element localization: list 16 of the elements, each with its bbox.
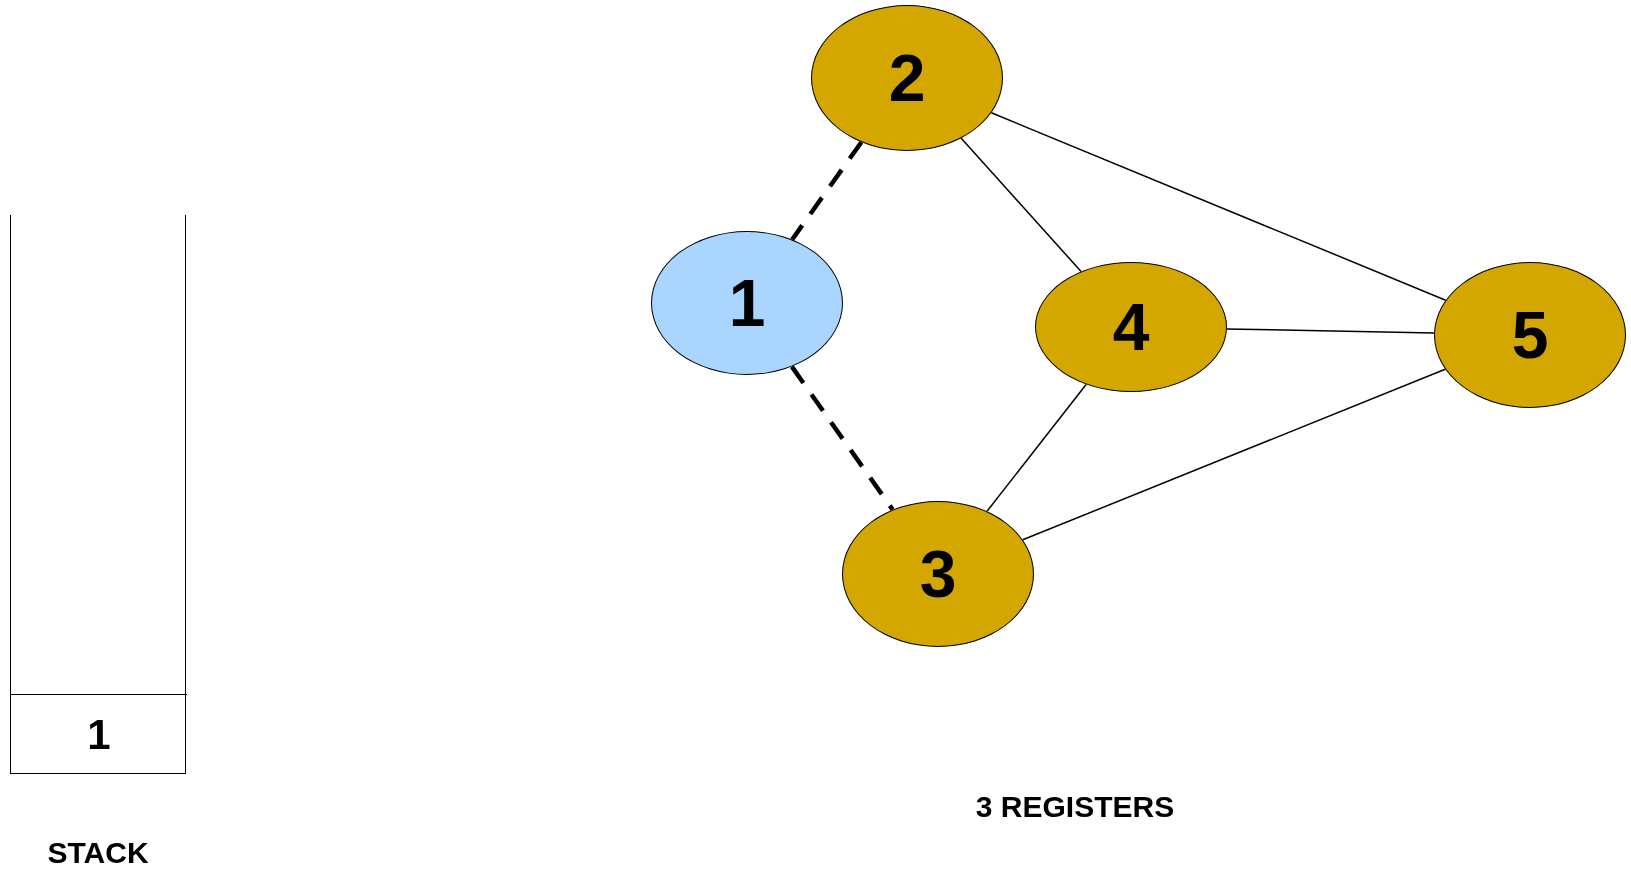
edge-line xyxy=(1226,328,1435,334)
stack-container xyxy=(10,215,186,774)
edge-line xyxy=(960,137,1082,273)
node-number: 1 xyxy=(86,713,112,756)
node-number: 5 xyxy=(1510,302,1550,368)
node-number: 3 xyxy=(918,541,958,607)
dashed-edge xyxy=(790,365,895,511)
dashed-edge xyxy=(790,140,864,241)
edge-line xyxy=(990,112,1447,301)
stack-caption: STACK xyxy=(46,836,150,869)
node-number: 4 xyxy=(1111,294,1151,360)
edge-line xyxy=(986,383,1087,512)
edge-line xyxy=(1022,368,1446,541)
node-number: 1 xyxy=(727,270,767,336)
graph-caption: 3 REGISTERS xyxy=(975,790,1175,824)
node-number: 2 xyxy=(887,45,927,111)
